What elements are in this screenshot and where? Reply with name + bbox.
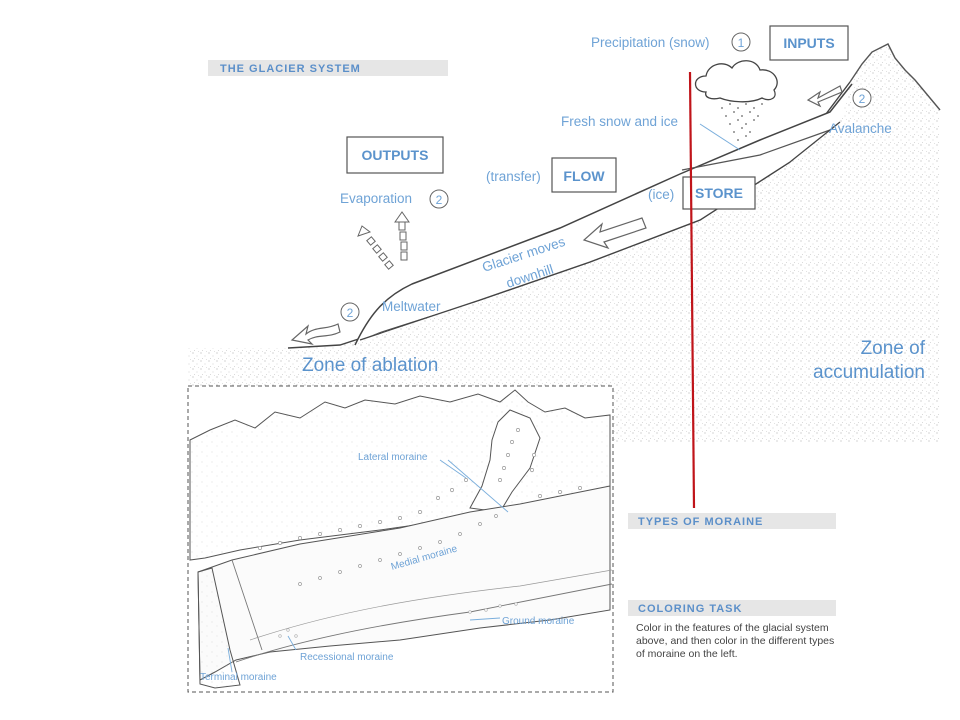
transfer-label: (transfer)	[486, 169, 541, 184]
evaporation-arrows-icon	[357, 211, 410, 270]
red-annotation-line	[688, 71, 696, 509]
glacier-system-panel: THE GLACIER SYSTEM INPUTS OUTPUTS FLOW S…	[188, 25, 941, 442]
fresh-snow-callout	[699, 123, 741, 151]
store-label: STORE	[695, 185, 743, 201]
side-glacier	[469, 409, 541, 513]
marker-avalanche: 2	[859, 92, 866, 106]
moraine-callouts	[227, 459, 509, 673]
medial-moraine-dots	[298, 514, 498, 586]
task-instructions: Color in the features of the glacial sys…	[636, 622, 835, 660]
marker-meltwater: 2	[347, 306, 354, 320]
marker-evaporation: 2	[436, 193, 443, 207]
task-title: COLORING TASK	[638, 603, 742, 615]
ice-label: (ice)	[648, 187, 674, 202]
precipitation-label: Precipitation (snow)	[591, 35, 710, 50]
fresh-snow-line	[681, 129, 831, 171]
marker-circle-evaporation	[429, 189, 449, 209]
ground-moraine-dots	[278, 602, 518, 638]
ground-line-lower	[235, 583, 613, 663]
avalanche-label: Avalanche	[829, 121, 892, 136]
zone-accumulation-label-1: Zone of	[861, 338, 926, 359]
recessional-moraine-label: Recessional moraine	[300, 652, 394, 663]
meltwater-label: Meltwater	[382, 299, 441, 314]
moraine-panel: Lateral moraine Medial moraine Ground mo…	[187, 385, 614, 693]
marker-circle-precipitation	[731, 32, 751, 52]
moraine-title-band	[628, 513, 836, 529]
inputs-label: INPUTS	[783, 35, 834, 51]
outputs-label: OUTPUTS	[362, 147, 429, 163]
mountain-ground	[188, 46, 940, 442]
mountain-ridge	[849, 43, 941, 111]
flow-label: FLOW	[563, 168, 605, 184]
ground-moraine-label: Ground moraine	[502, 616, 575, 627]
zone-ablation-label: Zone of ablation	[302, 355, 438, 376]
system-title-band	[208, 60, 448, 76]
moraine-title: TYPES OF MORAINE	[638, 516, 763, 528]
lateral-moraine-label: Lateral moraine	[358, 452, 428, 463]
system-title: THE GLACIER SYSTEM	[220, 63, 361, 75]
valley-ridge-line	[231, 559, 263, 651]
glacier-bed	[359, 121, 841, 341]
marker-circle-avalanche	[852, 88, 872, 108]
avalanche-arrow-icon	[806, 85, 843, 108]
flow-box	[551, 157, 617, 193]
fresh-snow-label: Fresh snow and ice	[561, 114, 678, 129]
task-title-band	[628, 600, 836, 616]
evaporation-label: Evaporation	[340, 191, 412, 206]
terminal-moraine-label: Terminal moraine	[200, 672, 277, 683]
glacier-body	[355, 84, 850, 345]
zone-accumulation-label-2: accumulation	[813, 362, 925, 383]
marker-precipitation: 1	[738, 36, 745, 50]
lateral-moraine-dots	[258, 428, 582, 550]
glacier-flow-arrow-icon	[582, 217, 647, 250]
inner-surface-line	[249, 569, 613, 641]
marker-circle-meltwater	[340, 302, 360, 322]
store-box	[682, 176, 756, 210]
inputs-box	[769, 25, 849, 61]
outputs-box	[346, 136, 444, 174]
meltwater-arrow-icon	[290, 323, 341, 345]
cloud-icon	[694, 60, 778, 141]
